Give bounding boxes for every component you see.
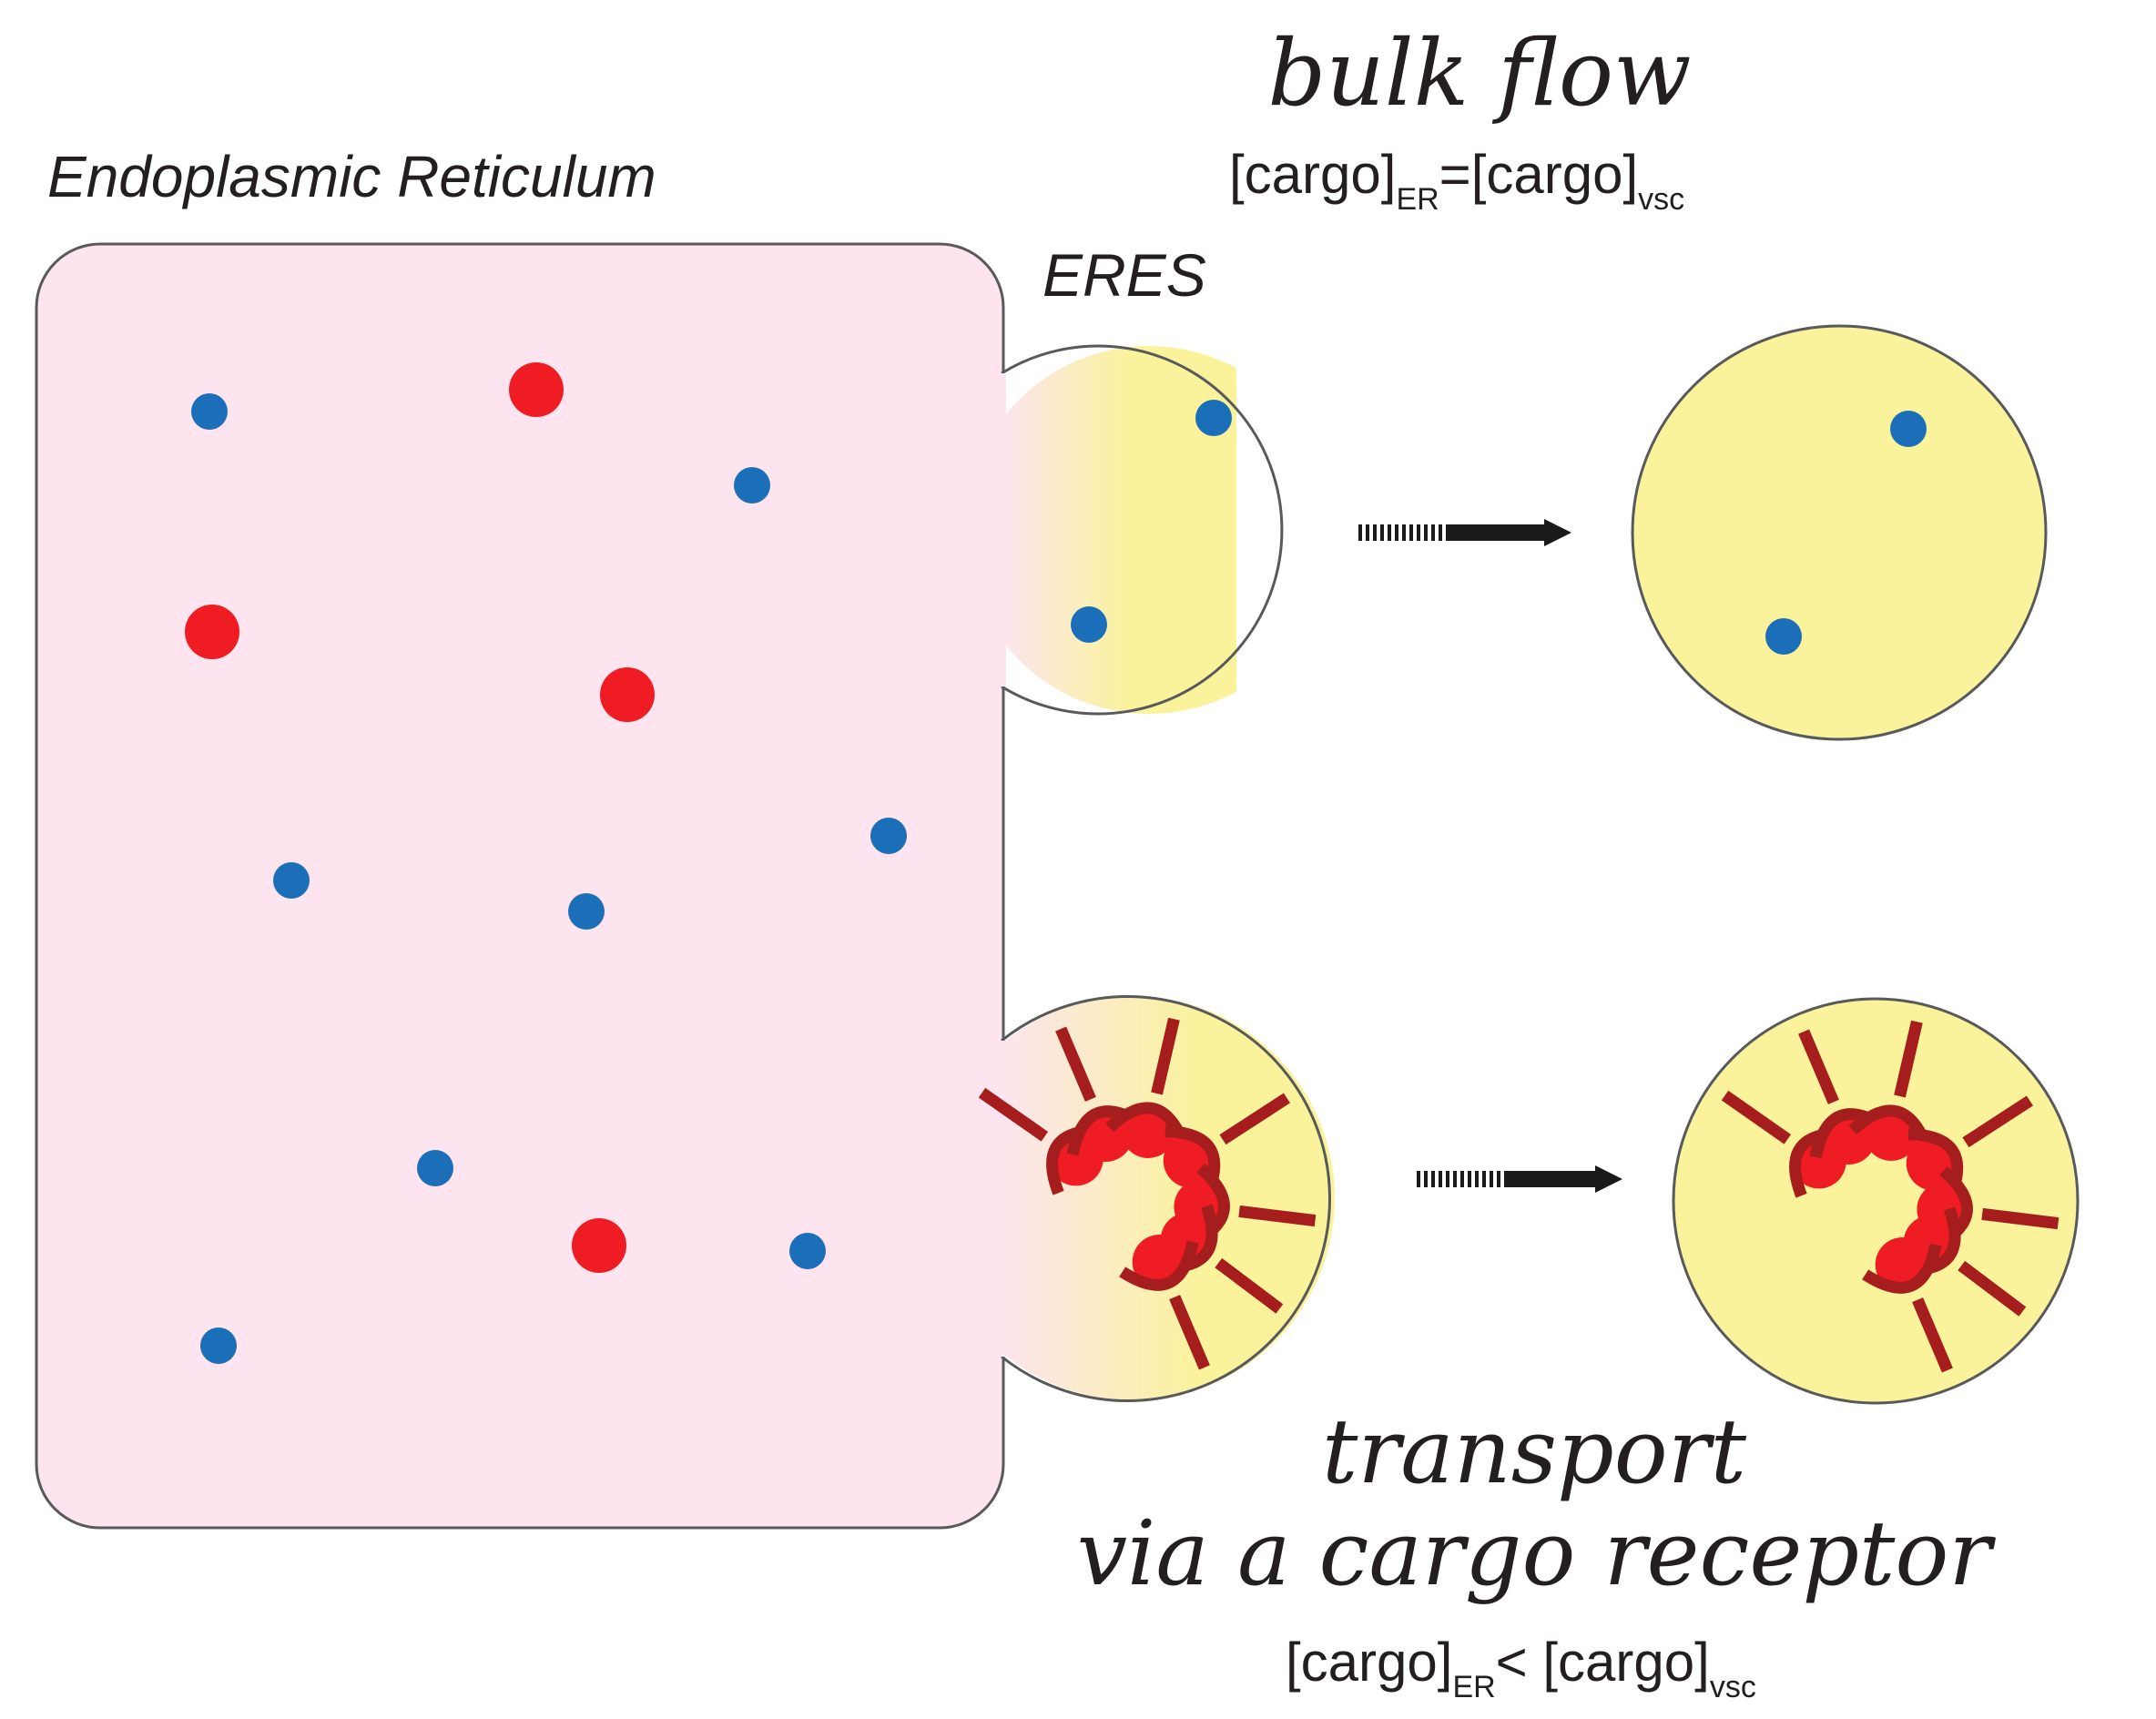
blue-cargo-dot [870, 818, 907, 854]
blue-cargo-dot [191, 393, 228, 430]
arrow-dash [1409, 524, 1413, 541]
red-cargo-dot [600, 667, 655, 722]
formula-operator: < [1496, 1632, 1543, 1693]
arrow-dash [1460, 1171, 1464, 1187]
formula-subscript: ER [1452, 1670, 1495, 1704]
arrow-dash [1395, 524, 1398, 541]
arrow-dash [1446, 1171, 1449, 1187]
formula-operator: = [1439, 144, 1471, 205]
formula-term: [cargo] [1471, 144, 1638, 205]
arrow-dash [1526, 524, 1533, 541]
formula-subscript: ER [1396, 182, 1439, 217]
arrow-dash [1504, 524, 1511, 541]
blue-cargo-dot [1890, 411, 1927, 447]
formula-subscript: vsc [1638, 182, 1684, 217]
arrow-dash [1402, 524, 1406, 541]
arrow-dash [1460, 524, 1468, 541]
blue-cargo-dot [1071, 606, 1107, 643]
arrow-dash [1380, 524, 1384, 541]
blue-cargo-dot [417, 1150, 453, 1186]
formula-subscript: vsc [1710, 1670, 1756, 1704]
blue-cargo-dot [1765, 618, 1802, 655]
receptor-title-line2: via a cargo receptor [1077, 1502, 1997, 1606]
bulk-flow-title: bulk flow [1267, 20, 1691, 127]
arrow-dash [1358, 524, 1362, 541]
formula-term: [cargo] [1542, 1632, 1709, 1693]
arrow-dash [1431, 524, 1435, 541]
blue-cargo-dot [789, 1233, 826, 1269]
arrow-dash [1533, 1171, 1541, 1187]
arrow-dash [1526, 1171, 1533, 1187]
arrow-dash [1511, 524, 1519, 541]
bulk-vesicle-cargo [1071, 400, 1927, 655]
eres-bud-bulk [1000, 344, 1284, 716]
receptor-cargo-vesicle [1721, 1020, 2059, 1373]
receptor-title-line1: transport [1322, 1400, 1747, 1504]
arrow-dash [1497, 1171, 1500, 1187]
arrow-dash [1497, 524, 1504, 541]
arrow-dash [1504, 1171, 1511, 1187]
eres-label: ERES [1042, 241, 1206, 309]
arrow-dash [1570, 1171, 1577, 1187]
arrow-dash [1482, 1171, 1486, 1187]
arrow-dash [1424, 1171, 1428, 1187]
arrow-dash [1417, 1171, 1420, 1187]
receptor-cargo-bud [978, 1017, 1317, 1370]
arrow-dash [1584, 1171, 1592, 1187]
arrow-dash [1366, 524, 1369, 541]
blue-cargo-dot [200, 1327, 237, 1364]
arrow-dash [1431, 1171, 1435, 1187]
arrow-dash [1541, 1171, 1548, 1187]
arrow-dash [1453, 524, 1460, 541]
arrow-dash [1424, 524, 1428, 541]
red-cargo-dot [572, 1218, 626, 1273]
y-shaped-cargo-receptor [1848, 1020, 1933, 1161]
arrow-dash [1475, 524, 1482, 541]
arrow-dash [1490, 524, 1497, 541]
y-shaped-cargo-receptor [1862, 1236, 1953, 1373]
blue-cargo-dot [273, 862, 310, 899]
arrow-dash [1468, 524, 1475, 541]
arrow-dash [1475, 1171, 1479, 1187]
er-title: Endoplasmic Reticulum [47, 144, 656, 209]
y-shaped-cargo-receptor [1119, 1234, 1210, 1370]
arrow-dash [1468, 1171, 1471, 1187]
vesicle-receptor [1672, 997, 2080, 1405]
arrow-receptor [1417, 1165, 1622, 1193]
red-cargo-dot [509, 362, 564, 417]
arrow-dash [1446, 524, 1453, 541]
arrow-dash [1373, 524, 1377, 541]
arrow-dash [1439, 524, 1442, 541]
arrow-dash [1439, 1171, 1442, 1187]
formula-term: [cargo] [1229, 144, 1396, 205]
blue-cargo-dot [568, 893, 605, 930]
arrow-dash [1453, 1171, 1457, 1187]
arrow-dash [1417, 524, 1420, 541]
vesicle-bulk [1631, 324, 2048, 741]
bulk-formula: [cargo]ER=[cargo]vsc [1229, 144, 1684, 217]
arrow-bulk [1358, 519, 1571, 546]
arrow-dash [1519, 524, 1526, 541]
blue-cargo-dot [1195, 400, 1232, 436]
red-cargo-dot [185, 605, 239, 659]
arrow-dash [1533, 524, 1541, 541]
arrow-dash [1577, 1171, 1584, 1187]
arrow-dash [1388, 524, 1391, 541]
arrow-dash [1519, 1171, 1526, 1187]
arrow-dash [1482, 524, 1490, 541]
arrow-dash [1490, 1171, 1493, 1187]
arrow-dash [1511, 1171, 1519, 1187]
receptor-formula: [cargo]ER< [cargo]vsc [1286, 1632, 1756, 1704]
er-compartment [35, 242, 1005, 1530]
er-cargo [185, 362, 907, 1364]
formula-term: [cargo] [1286, 1632, 1452, 1693]
blue-cargo-dot [734, 467, 770, 503]
arrow-dash [1562, 1171, 1570, 1187]
arrow-dash [1548, 1171, 1555, 1187]
arrow-dash [1555, 1171, 1562, 1187]
